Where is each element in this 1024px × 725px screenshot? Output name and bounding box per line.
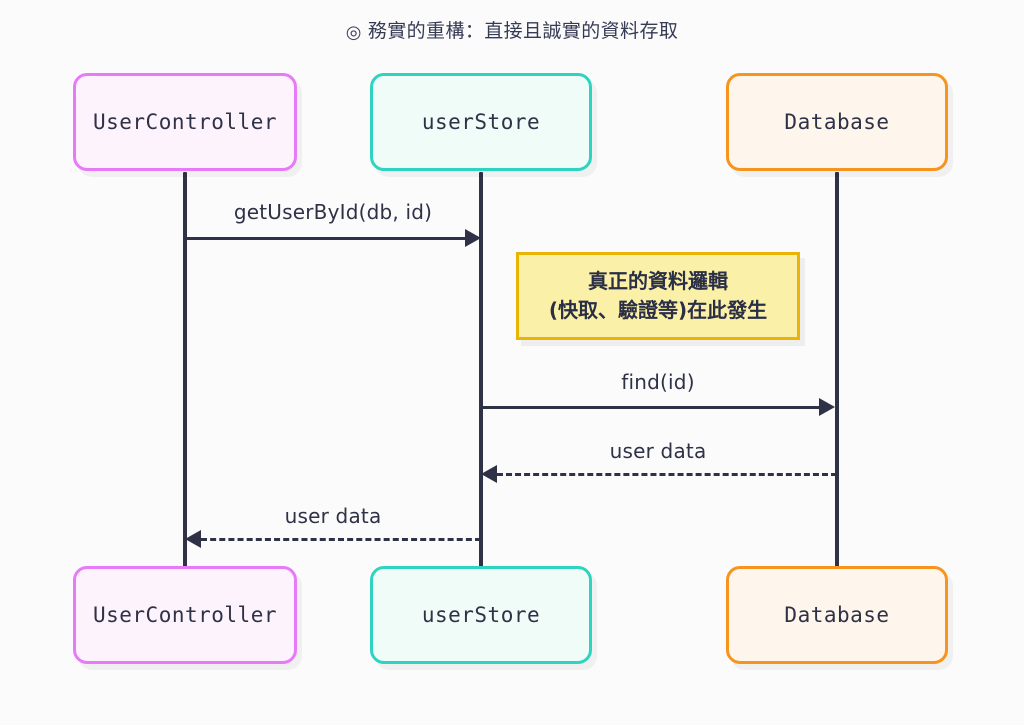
participant-label: Database: [784, 110, 890, 134]
participant-label: userStore: [421, 110, 541, 134]
participant-usercontroller-bottom[interactable]: UserController: [73, 566, 297, 664]
message-arrowhead-getuserbyid: [465, 229, 481, 247]
message-arrowhead-userdata-store: [185, 530, 201, 548]
message-label-userdata-store: user data: [284, 504, 382, 528]
message-label-find: find(id): [621, 370, 695, 394]
participant-database-top[interactable]: Database: [726, 73, 948, 171]
participant-database-bottom[interactable]: Database: [726, 566, 948, 664]
participant-label: userStore: [421, 603, 541, 627]
note-line-1: 真正的資料邏輯: [588, 269, 728, 293]
message-arrowhead-userdata-db: [481, 465, 497, 483]
message-label-getuserbyid: getUserById(db, id): [233, 200, 433, 224]
participant-label: Database: [784, 603, 890, 627]
lifeline-usercontroller: [183, 172, 187, 572]
message-line-getuserbyid: [185, 237, 466, 240]
participant-usercontroller-top[interactable]: UserController: [73, 73, 297, 171]
message-line-find: [481, 406, 820, 409]
participant-userstore-top[interactable]: userStore: [370, 73, 592, 171]
participant-userstore-bottom[interactable]: userStore: [370, 566, 592, 664]
diagram-title: ◎務實的重構：直接且誠實的資料存取: [0, 16, 1024, 43]
message-line-userdata-store: [201, 538, 481, 541]
message-label-userdata-db: user data: [609, 439, 707, 463]
lifeline-userstore: [479, 172, 483, 572]
message-arrowhead-find: [819, 398, 835, 416]
participant-label: UserController: [92, 110, 277, 134]
message-line-userdata-db: [497, 473, 837, 476]
lifeline-database: [835, 172, 839, 572]
note-userstore: 真正的資料邏輯 (快取、驗證等)在此發生: [516, 252, 800, 340]
participant-label: UserController: [92, 603, 277, 627]
note-line-2: (快取、驗證等)在此發生: [548, 298, 768, 322]
page-title: 務實的重構：直接且誠實的資料存取: [367, 20, 679, 42]
circle-target-icon: ◎: [345, 22, 362, 43]
